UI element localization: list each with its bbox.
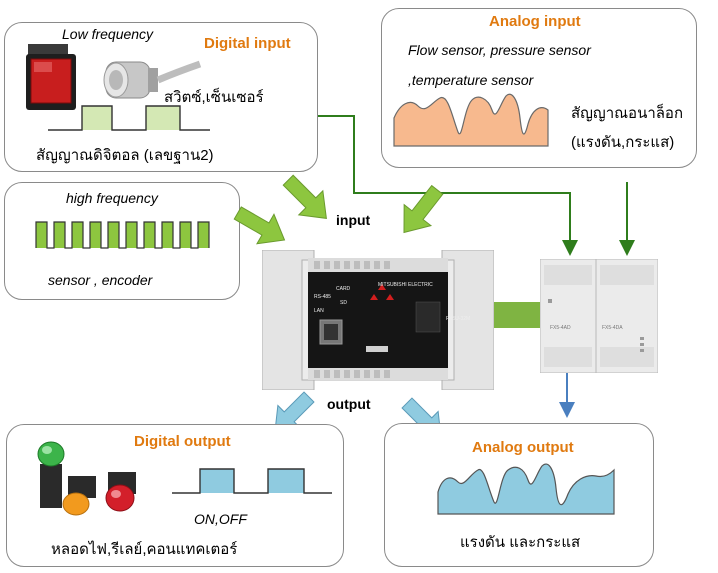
push-button-icon (26, 44, 76, 110)
high-frequency-title: high frequency (66, 190, 158, 206)
low-frequency-label: Low frequency (62, 26, 154, 42)
digital-output-pulse-wave (172, 468, 332, 494)
plc-port-lan: LAN (314, 308, 324, 314)
plc-card-label: CARD (336, 286, 351, 292)
analog-output-wave (437, 463, 615, 515)
analog-sensors-line2: ,temperature sensor (408, 72, 534, 88)
pulse (90, 222, 101, 248)
digital-output-title: Digital output (134, 433, 231, 450)
switch-sensor-label: สวิตซ์,เซ็นเซอร์ (164, 89, 264, 106)
pulse (144, 222, 155, 248)
digital-input-wire (318, 115, 578, 256)
plc-model: FX5U-32M (446, 316, 471, 322)
plc-brand: MITSUBISHI ELECTRIC (378, 282, 433, 288)
pulse (72, 222, 83, 248)
pulse (126, 222, 137, 248)
plc-unit (262, 250, 494, 390)
analog-output-signal-label: แรงดัน และกระแส (460, 534, 581, 551)
plc-port-rs485: RS-485 (314, 294, 331, 300)
module2-label: FX5-4DA (602, 325, 623, 331)
analog-output-title: Analog output (472, 439, 574, 456)
pulse (162, 222, 173, 248)
expansion-connector (494, 302, 540, 328)
analog-sensors-line1: Flow sensor, pressure sensor (408, 42, 591, 58)
pulse (180, 222, 191, 248)
plc-sd-label: SD (340, 300, 347, 306)
high-frequency-pulse-wave (35, 221, 210, 249)
digital-output-devices-label: หลอดไฟ,รีเลย์,คอนแทคเตอร์ (51, 541, 238, 558)
analog-signal-line2: (แรงดัน,กระแส) (571, 134, 675, 151)
pulse (108, 222, 119, 248)
analog-signal-line1: สัญญาณอนาล็อก (571, 105, 684, 122)
expansion-module-1 (540, 259, 596, 373)
input-label: input (336, 212, 371, 228)
digital-input-title: Digital input (204, 35, 291, 52)
digital-signal-label: สัญญาณดิจิตอล (เลขฐาน2) (36, 147, 214, 164)
pulse (198, 222, 209, 248)
sensor-encoder-label: sensor , encoder (48, 272, 153, 288)
pulse (54, 222, 65, 248)
analog-input-wave (393, 93, 549, 147)
module1-label: FX5-4AD (550, 325, 571, 331)
pilot-lamps-icon (37, 441, 136, 516)
on-off-label: ON,OFF (194, 511, 247, 527)
expansion-module-2 (596, 259, 658, 373)
proximity-sensor-icon (103, 60, 202, 99)
analog-input-title: Analog input (489, 13, 581, 30)
pulse (36, 222, 47, 248)
output-label: output (327, 396, 371, 412)
digital-pulse-wave (48, 105, 210, 131)
